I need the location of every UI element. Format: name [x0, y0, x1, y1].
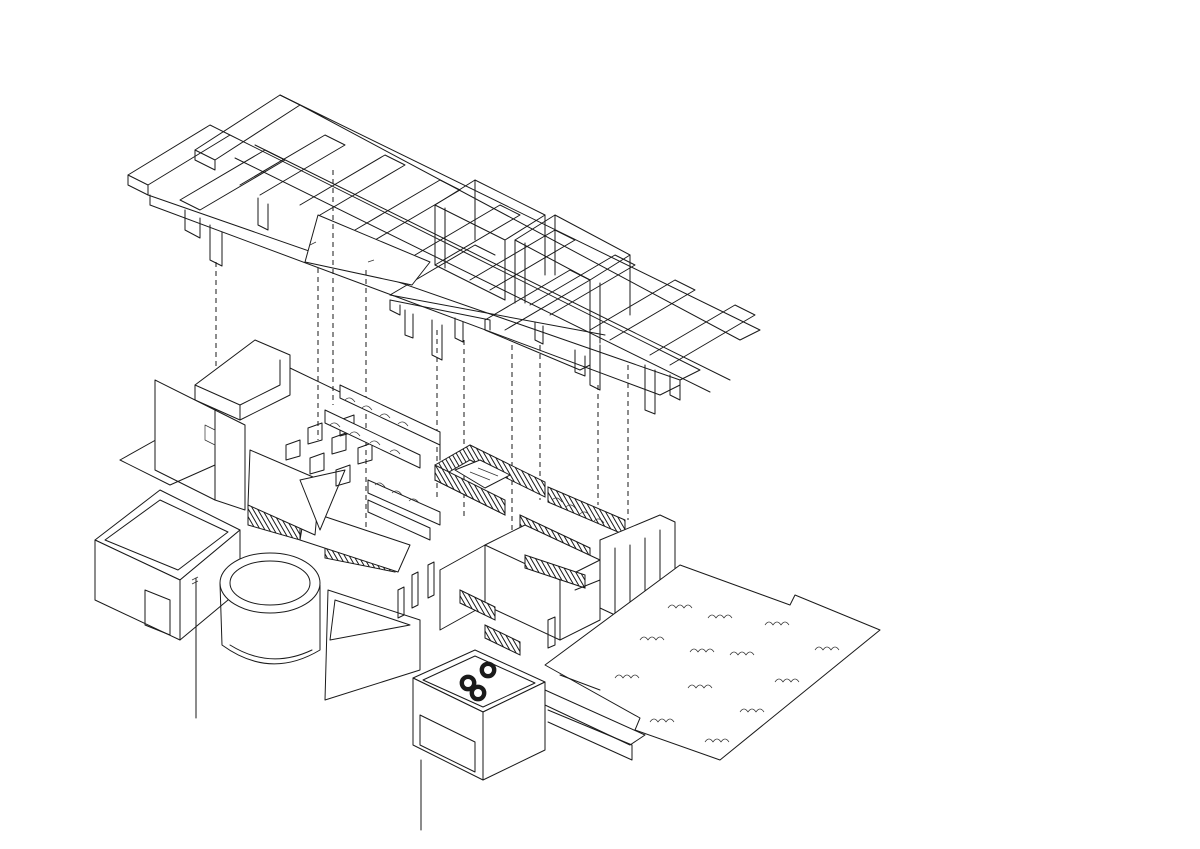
- central-service-block: [439, 524, 601, 656]
- stair-flight-left: [247, 504, 411, 573]
- curved-drum-room: [219, 552, 321, 665]
- bench-rows: [324, 384, 441, 541]
- bar-posts: [397, 561, 435, 619]
- roof-lantern-right: [514, 214, 631, 344]
- building-plan-volumes: [94, 339, 676, 831]
- mechanical-tower: [412, 649, 546, 831]
- entrance-cube: [94, 489, 241, 719]
- roof-lantern-left: [434, 179, 546, 304]
- garden-terrace-with-plants: [544, 564, 881, 761]
- north-wall-block: [119, 339, 291, 511]
- angled-wall-pieces: [247, 449, 421, 701]
- roof-beam-grid: [127, 94, 761, 415]
- planting-symbols: [614, 604, 840, 743]
- skylight-panel: [304, 214, 431, 286]
